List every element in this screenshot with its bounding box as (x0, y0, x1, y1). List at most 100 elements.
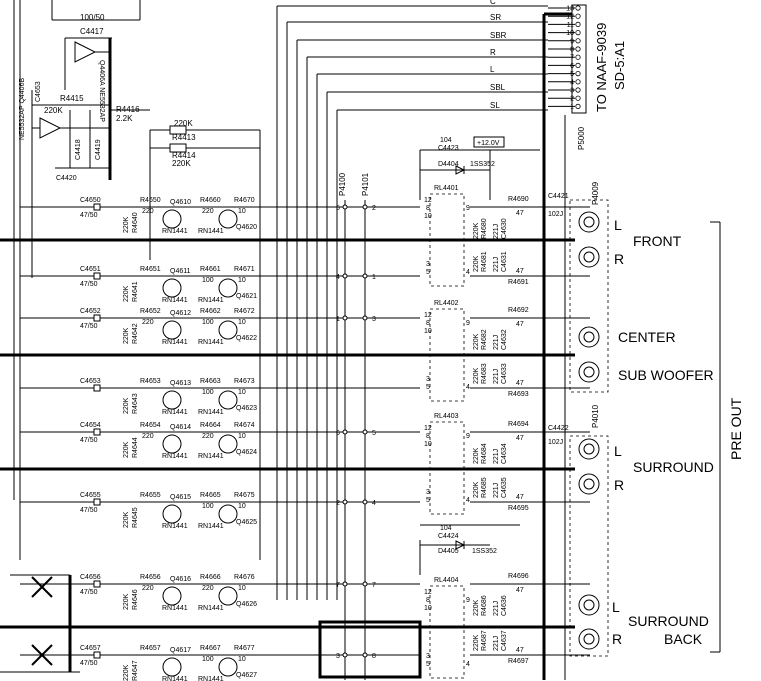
rca-jack-inner (583, 331, 595, 343)
relay-body (429, 308, 465, 402)
resistor-ref: R4650 (140, 197, 161, 204)
resistor-network: RN1441 (162, 605, 188, 612)
resistor-ref: R4692 (508, 307, 529, 314)
relay-pin: 12 (424, 312, 432, 319)
resistor-ref: R4653 (140, 378, 161, 385)
relay-pin: 9 (466, 320, 470, 327)
transistor-symbol (162, 586, 182, 606)
header-pin-number: 3 (336, 653, 340, 660)
shunt-value: 220K (123, 511, 130, 528)
resistor-value: 100 (202, 389, 214, 396)
resistor-ref: R4651 (140, 266, 161, 273)
relay-pin: 4 (466, 269, 470, 276)
connector-pin-number: 12 (566, 14, 574, 21)
relay-body (429, 421, 465, 515)
rca-jack-outer (578, 594, 600, 616)
header-pin-number: 4 (336, 274, 340, 281)
header-pin (342, 581, 348, 587)
shunt-value: 220K (473, 481, 480, 498)
shunt-value: 220K (123, 593, 130, 610)
resistor-ref: R4655 (140, 492, 161, 499)
relay-pin: 5 (426, 384, 430, 391)
connector-pin (575, 13, 581, 19)
resistor-network: RN1441 (198, 297, 224, 304)
header-pin (362, 581, 368, 587)
connector-pin (575, 103, 581, 110)
opamp-left-label: NE5532AP Q4406B (19, 78, 26, 140)
resistor-ref: R4673 (234, 378, 255, 385)
coupling-cap (93, 580, 101, 588)
c4421-ref: C4421 (548, 193, 569, 200)
shunt-value: 220K (473, 599, 480, 616)
relay-pin: 4 (466, 384, 470, 391)
cap-ref: C4632 (501, 329, 508, 350)
shunt-value: 220K (473, 255, 480, 272)
p4101-label: P4101 (361, 172, 370, 196)
c4417-value: 100/50 (80, 13, 105, 22)
label-subwoofer: SUB WOOFER (618, 367, 714, 383)
channel-stage: C465647/50R4656220R4666220R467610Q4616Q4… (20, 574, 420, 612)
connector-pin-number: 10 (566, 30, 574, 37)
shunt-ref: R4644 (132, 437, 139, 458)
resistor-network: RN1441 (162, 676, 188, 681)
channel-stages: C465047/50R4650220R4660220R467010Q4610Q4… (0, 197, 575, 681)
resistor-value: 220 (202, 208, 214, 215)
transistor-ref: Q4620 (236, 224, 257, 231)
resistor-ref: R4697 (508, 658, 529, 665)
rca-jack-inner (583, 633, 595, 645)
relay-ref: RL4402 (434, 300, 459, 307)
connector-pin (575, 87, 581, 93)
resistor-network: RN1441 (198, 339, 224, 346)
connector-pin-number: 2 (570, 96, 574, 103)
shunt-value: 220K (473, 447, 480, 464)
connector-pin-number: 5 (570, 71, 574, 78)
connector-pin-number: 1 (570, 104, 574, 111)
header-pin (362, 652, 368, 658)
shunt-value: 220K (123, 327, 130, 344)
transistor-ref: Q4610 (170, 199, 191, 206)
relay-pin: 12 (424, 425, 432, 432)
resistor-value: 220 (142, 319, 154, 326)
rca-jack-outer (578, 246, 600, 268)
resistor-ref: R4670 (234, 197, 255, 204)
transistor-ref: Q4611 (170, 268, 191, 275)
transistor-symbol (218, 586, 238, 606)
left-rails (0, 0, 80, 673)
header-pin-number: 4 (372, 500, 376, 507)
resistor-network: RN1441 (198, 409, 224, 416)
resistor-ref: R4664 (200, 422, 221, 429)
resistor-network: RN1441 (162, 523, 188, 530)
opamp-top-label: Q4406A NE5532AP (98, 60, 105, 122)
header-pin-number: 5 (372, 430, 376, 437)
shunt-ref: R4645 (132, 507, 139, 528)
resistor-ref: R4696 (508, 573, 529, 580)
resistor-value: 47 (516, 268, 524, 275)
coupling-cap (93, 384, 101, 392)
transistor-symbol (218, 657, 238, 677)
resistor-value: 10 (238, 585, 246, 592)
header-pin-number: 2 (336, 500, 340, 507)
ground-loop-link (318, 620, 422, 679)
signal-label: SBL (490, 83, 506, 92)
relay-pin: 9 (466, 205, 470, 212)
resistor-value: 10 (238, 208, 246, 215)
signal-label: C (490, 0, 496, 6)
resistor-value: 100 (202, 277, 214, 284)
d4405-ref: D4405 (438, 548, 459, 555)
relay-pin: 8 (426, 320, 430, 327)
resistor-network: RN1441 (162, 297, 188, 304)
transistor-ref: Q4612 (170, 310, 191, 317)
shunt-ref: R4640 (132, 212, 139, 233)
cap-value: 47/50 (80, 437, 98, 444)
label-pre-out: PRE OUT (728, 397, 744, 460)
transistor-ref: Q4613 (170, 380, 191, 387)
connector-pin-number: 4 (570, 79, 574, 86)
resistor-ref: R4695 (508, 505, 529, 512)
c4418-ref: C4418 (75, 139, 82, 160)
signal-label: SBR (490, 31, 507, 40)
resistor-ref: R4681 (481, 251, 488, 272)
no-connect-x-top (31, 576, 53, 598)
channel-stage: C465447/50R4654220R4664220R467410Q4614Q4… (20, 422, 420, 460)
